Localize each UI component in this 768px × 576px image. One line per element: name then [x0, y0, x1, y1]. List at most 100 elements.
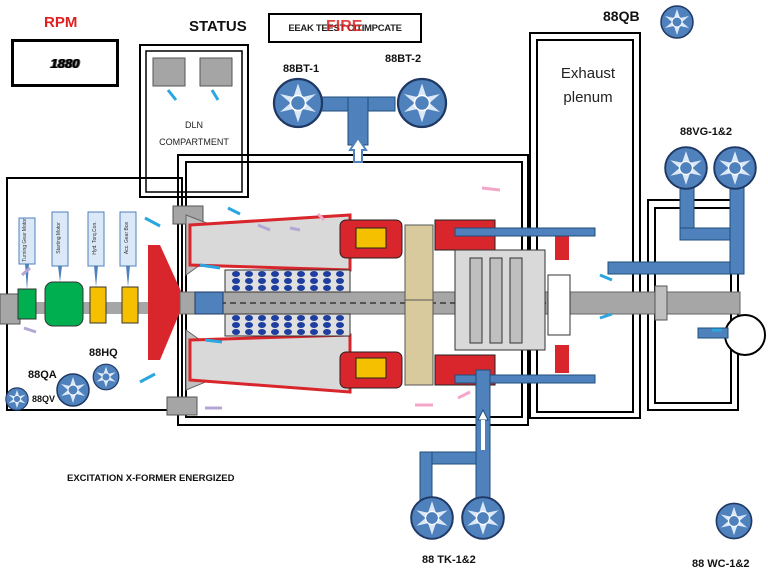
- compressor-blade: [245, 271, 253, 277]
- compressor-blade: [323, 329, 331, 335]
- compressor-blade: [310, 271, 318, 277]
- compressor-blade: [336, 322, 344, 328]
- compressor-blade: [271, 285, 279, 291]
- excitation-status: EXCITATION X-FORMER ENERGIZED: [67, 473, 235, 484]
- compressor-blade: [323, 322, 331, 328]
- compressor-blade: [297, 278, 305, 284]
- compressor: [188, 213, 352, 394]
- status-text: EEAK TEEST CITIMPCATE: [288, 22, 402, 34]
- compressor-blade: [297, 329, 305, 335]
- compressor-blade: [258, 315, 266, 321]
- fan-88qb-label: 88QB: [603, 8, 640, 24]
- compressor-blade: [258, 278, 266, 284]
- status-label: STATUS: [189, 18, 247, 35]
- fan-88bt-1[interactable]: [272, 77, 324, 129]
- compressor-blade: [245, 315, 253, 321]
- compressor-blade: [297, 285, 305, 291]
- exhaust-label-line2: plenum: [563, 89, 612, 106]
- fan-88qv-label: 88QV: [32, 394, 55, 404]
- compressor-blade: [232, 278, 240, 284]
- rpm-readout: 1880: [11, 39, 119, 87]
- compressor-blade: [336, 315, 344, 321]
- status-display: EEAK TEEST CITIMPCATE FIRE: [268, 13, 422, 43]
- compressor-blade: [323, 271, 331, 277]
- turning-gear-label: Turning Gear Motor: [22, 218, 28, 262]
- fan-88qv[interactable]: [5, 387, 29, 411]
- compressor-blade: [284, 285, 292, 291]
- compressor-blade: [232, 322, 240, 328]
- compressor-blade: [258, 285, 266, 291]
- compressor-blade: [271, 322, 279, 328]
- fan-88bt-2[interactable]: [396, 77, 448, 129]
- compressor-blade: [284, 329, 292, 335]
- fan-88vg-1[interactable]: [664, 146, 708, 190]
- compressor-blade: [284, 271, 292, 277]
- compressor-blade: [284, 278, 292, 284]
- fan-88vg-2[interactable]: [713, 146, 757, 190]
- compressor-blade: [245, 329, 253, 335]
- compressor-blade: [284, 315, 292, 321]
- dln-label-line1: DLN: [185, 120, 203, 130]
- compressor-blade: [336, 271, 344, 277]
- compressor-blade: [310, 315, 318, 321]
- fan-88bt-1-label: 88BT-1: [283, 63, 319, 75]
- compressor-blade: [258, 322, 266, 328]
- fan-88tk-2[interactable]: [461, 496, 505, 540]
- fan-88tk-1[interactable]: [410, 496, 454, 540]
- fan-88qb[interactable]: [660, 5, 694, 39]
- cooling-pipes: [454, 174, 745, 384]
- bt-ducting: [314, 96, 396, 163]
- compressor-blade: [271, 329, 279, 335]
- fan-88wc[interactable]: [715, 502, 753, 540]
- rpm-label: RPM: [44, 14, 78, 31]
- exhaust-label-line1: Exhaust: [561, 65, 616, 82]
- fan-88bt-2-label: 88BT-2: [385, 53, 421, 65]
- compressor-blade: [336, 278, 344, 284]
- compressor-blade: [271, 315, 279, 321]
- compressor-blade: [271, 278, 279, 284]
- status-fire-indicator: FIRE: [326, 18, 363, 35]
- compressor-blade: [258, 329, 266, 335]
- compressor-blade: [323, 285, 331, 291]
- fan-88hq-label: 88HQ: [89, 347, 118, 359]
- dln-label-line2: COMPARTMENT: [159, 137, 229, 147]
- fan-88hq[interactable]: [92, 363, 120, 391]
- compressor-blade: [310, 278, 318, 284]
- compressor-blade: [297, 315, 305, 321]
- compressor-blade: [336, 285, 344, 291]
- compressor-blade: [310, 285, 318, 291]
- compressor-blade: [297, 271, 305, 277]
- dln-compartment: [139, 44, 249, 416]
- compressor-blade: [245, 285, 253, 291]
- acc-gear-label: Acc. Gear Box: [124, 221, 130, 254]
- rpm-value: 1880: [50, 55, 80, 71]
- compressor-blade: [297, 322, 305, 328]
- compressor-blade: [245, 278, 253, 284]
- fan-88qa-label: 88QA: [28, 369, 57, 381]
- fan-88qa[interactable]: [56, 373, 90, 407]
- compressor-blade: [284, 322, 292, 328]
- compressor-blade: [310, 329, 318, 335]
- fan-88wc-label: 88 WC-1&2: [692, 558, 749, 570]
- compressor-blade: [245, 322, 253, 328]
- compressor-blade: [232, 271, 240, 277]
- fan-88vg-label: 88VG-1&2: [680, 126, 732, 138]
- accessory-train: [0, 211, 180, 327]
- compressor-blade: [232, 329, 240, 335]
- compressor-blade: [232, 315, 240, 321]
- combustor-top: [339, 219, 496, 311]
- compressor-blade: [310, 322, 318, 328]
- hyd-torq-label: Hyd. Torq.Con.: [92, 221, 98, 254]
- fan-88tk-label: 88 TK-1&2: [422, 554, 476, 566]
- compressor-blade: [323, 278, 331, 284]
- airflow-arrows: [21, 89, 722, 410]
- compressor-blade: [323, 315, 331, 321]
- turbine-section: [454, 232, 571, 373]
- tk-ducting: [419, 369, 491, 503]
- compressor-blade: [336, 329, 344, 335]
- compressor-blade: [232, 285, 240, 291]
- compressor-blade: [271, 271, 279, 277]
- compressor-blade: [258, 271, 266, 277]
- starting-motor-label: Starting Motor: [56, 222, 62, 254]
